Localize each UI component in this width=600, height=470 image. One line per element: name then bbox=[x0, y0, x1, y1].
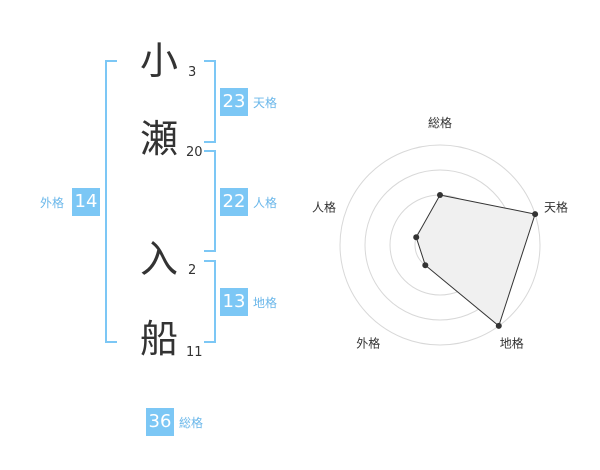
radar-axis-label-4: 外格 bbox=[356, 336, 380, 351]
chikaku-label: 地格 bbox=[253, 296, 278, 310]
stroke-count-4: 11 bbox=[186, 345, 203, 360]
stroke-count-1: 3 bbox=[188, 65, 197, 80]
tenkaku-label: 天格 bbox=[253, 96, 278, 110]
name-char-3: 入 bbox=[140, 237, 179, 281]
radar-axis-label-3: 地格 bbox=[500, 336, 524, 351]
chikaku-value-badge: 13 bbox=[220, 288, 248, 316]
name-char-4: 船 bbox=[140, 317, 179, 361]
gaikaku-value-badge: 14 bbox=[72, 188, 100, 216]
radar-axis-label-2: 天格 bbox=[544, 199, 568, 214]
jinkaku-label: 人格 bbox=[253, 196, 278, 210]
radar-point-3 bbox=[495, 322, 502, 329]
gaikaku-label: 外格 bbox=[40, 196, 65, 210]
name-char-2: 瀬 bbox=[140, 117, 179, 161]
tenkaku-bracket bbox=[204, 60, 216, 143]
soukaku-value-badge: 36 bbox=[146, 408, 174, 436]
radar-point-2 bbox=[532, 211, 539, 218]
radar-point-1 bbox=[437, 192, 443, 198]
radar-series-area bbox=[415, 194, 536, 327]
radar-points bbox=[413, 192, 539, 329]
radar-axis-label-5: 人格 bbox=[312, 199, 336, 214]
radar-axis-label-1: 総格 bbox=[428, 115, 452, 130]
stroke-count-2: 20 bbox=[186, 145, 203, 160]
name-char-1: 小 bbox=[140, 39, 179, 83]
stroke-count-3: 2 bbox=[188, 263, 197, 278]
chikaku-bracket bbox=[204, 260, 216, 343]
tenkaku-value-badge: 23 bbox=[220, 88, 248, 116]
radar-point-4 bbox=[422, 262, 429, 269]
soukaku-label: 総格 bbox=[179, 416, 204, 430]
jinkaku-value-badge: 22 bbox=[220, 188, 248, 216]
radar-ring-4 bbox=[339, 144, 541, 346]
radar-point-5 bbox=[413, 234, 420, 241]
gaikaku-bracket bbox=[105, 60, 117, 343]
jinkaku-bracket bbox=[204, 150, 216, 252]
